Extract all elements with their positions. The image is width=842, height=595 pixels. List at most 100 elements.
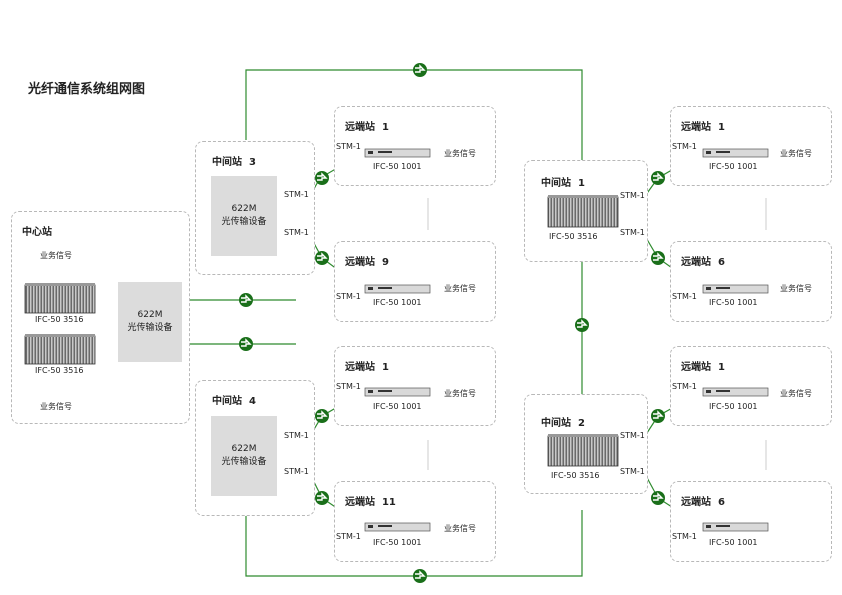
station-number: 11 — [381, 497, 396, 508]
device-label: IFC-50 1001 — [373, 162, 422, 171]
station-name: 远端站 — [681, 122, 711, 133]
terminal-device-icon — [702, 284, 769, 294]
fiber-connector-icon — [315, 491, 329, 505]
fiber-connector-icon — [315, 409, 329, 423]
opt-rate: 622M — [231, 204, 257, 214]
station-name: 远端站 — [345, 497, 375, 508]
station-number: 6 — [717, 497, 725, 508]
device-label: IFC-50 1001 — [373, 538, 422, 547]
terminal-device-icon — [364, 284, 431, 294]
stm-label: STM-1 — [672, 292, 697, 301]
remote-station-title: 远端站 1 — [345, 118, 389, 133]
signal-label: 业务信号 — [444, 149, 476, 158]
device-label: IFC-50 3516 — [35, 315, 84, 324]
terminal-device-icon — [364, 387, 431, 397]
opt-rate: 622M — [231, 444, 257, 454]
rack-device-icon — [547, 434, 619, 467]
device-label: IFC-50 1001 — [709, 538, 758, 547]
mid-station-3-title: 中间站 3 — [212, 153, 256, 168]
remote-station-box — [670, 241, 832, 322]
signal-label: 业务信号 — [40, 402, 72, 411]
station-number: 4 — [248, 396, 256, 407]
opt-name: 光传输设备 — [221, 457, 267, 467]
station-name: 远端站 — [681, 362, 711, 373]
device-label: IFC-50 3516 — [35, 366, 84, 375]
remote-station-box — [334, 346, 496, 426]
stm-label: STM-1 — [336, 532, 361, 541]
station-number: 1 — [717, 362, 725, 373]
device-label: IFC-50 3516 — [549, 232, 598, 241]
remote-station-box — [334, 106, 496, 186]
station-name: 远端站 — [345, 257, 375, 268]
stm-label: STM-1 — [620, 191, 645, 200]
station-number: 3 — [248, 157, 256, 168]
station-number: 6 — [717, 257, 725, 268]
station-name: 远端站 — [681, 497, 711, 508]
station-number: 1 — [381, 362, 389, 373]
fiber-connector-icon — [413, 569, 427, 583]
mid-station-1-title: 中间站 1 — [541, 174, 585, 189]
opt-rate: 622M — [137, 310, 163, 320]
stm-label: STM-1 — [672, 142, 697, 151]
station-name: 中间站 — [541, 418, 571, 429]
stm-label: STM-1 — [336, 382, 361, 391]
remote-station-title: 远端站 1 — [345, 358, 389, 373]
fiber-connector-icon — [651, 251, 665, 265]
remote-station-title: 远端站 1 — [681, 358, 725, 373]
stm-label: STM-1 — [284, 228, 309, 237]
device-label: IFC-50 1001 — [373, 298, 422, 307]
remote-station-box — [334, 241, 496, 322]
stm-label: STM-1 — [336, 142, 361, 151]
remote-station-title: 远端站 6 — [681, 493, 725, 508]
signal-label: 业务信号 — [780, 284, 812, 293]
fiber-connector-icon — [575, 318, 589, 332]
terminal-device-icon — [364, 522, 431, 532]
signal-label: 业务信号 — [444, 389, 476, 398]
stm-label: STM-1 — [672, 382, 697, 391]
terminal-device-icon — [702, 387, 769, 397]
remote-station-title: 远端站 6 — [681, 253, 725, 268]
remote-station-box — [670, 481, 832, 562]
stm-label: STM-1 — [620, 228, 645, 237]
remote-station-box — [670, 106, 832, 186]
station-name: 远端站 — [345, 362, 375, 373]
station-number: 9 — [381, 257, 389, 268]
fiber-connector-icon — [651, 409, 665, 423]
stm-label: STM-1 — [284, 190, 309, 199]
rack-device-icon — [24, 334, 96, 365]
device-label: IFC-50 1001 — [709, 298, 758, 307]
mid-station-2-title: 中间站 2 — [541, 414, 585, 429]
device-label: IFC-50 1001 — [709, 162, 758, 171]
stm-label: STM-1 — [284, 467, 309, 476]
station-name: 远端站 — [681, 257, 711, 268]
signal-label: 业务信号 — [780, 149, 812, 158]
optical-transmission-equipment: 622M 光传输设备 — [118, 282, 182, 362]
remote-station-title: 远端站 1 — [681, 118, 725, 133]
rack-device-icon — [24, 283, 96, 314]
station-name: 中间站 — [212, 157, 242, 168]
station-number: 2 — [577, 418, 585, 429]
stm-label: STM-1 — [672, 532, 697, 541]
optical-transmission-equipment: 622M 光传输设备 — [211, 416, 277, 496]
remote-station-title: 远端站 9 — [345, 253, 389, 268]
signal-label: 业务信号 — [444, 284, 476, 293]
station-number: 1 — [577, 178, 585, 189]
opt-name: 光传输设备 — [221, 217, 267, 227]
fiber-connector-icon — [651, 491, 665, 505]
fiber-connector-icon — [315, 251, 329, 265]
remote-station-box — [334, 481, 496, 562]
mid-station-4-title: 中间站 4 — [212, 392, 256, 407]
signal-label: 业务信号 — [40, 251, 72, 260]
station-name: 中间站 — [541, 178, 571, 189]
remote-station-title: 远端站 11 — [345, 493, 396, 508]
stm-label: STM-1 — [336, 292, 361, 301]
diagram-title: 光纤通信系统组网图 — [28, 82, 146, 97]
opt-name: 光传输设备 — [127, 323, 173, 333]
terminal-device-icon — [702, 148, 769, 158]
station-name: 中间站 — [212, 396, 242, 407]
station-number: 1 — [717, 122, 725, 133]
signal-label: 业务信号 — [444, 524, 476, 533]
fiber-connector-icon — [413, 63, 427, 77]
device-label: IFC-50 3516 — [551, 471, 600, 480]
